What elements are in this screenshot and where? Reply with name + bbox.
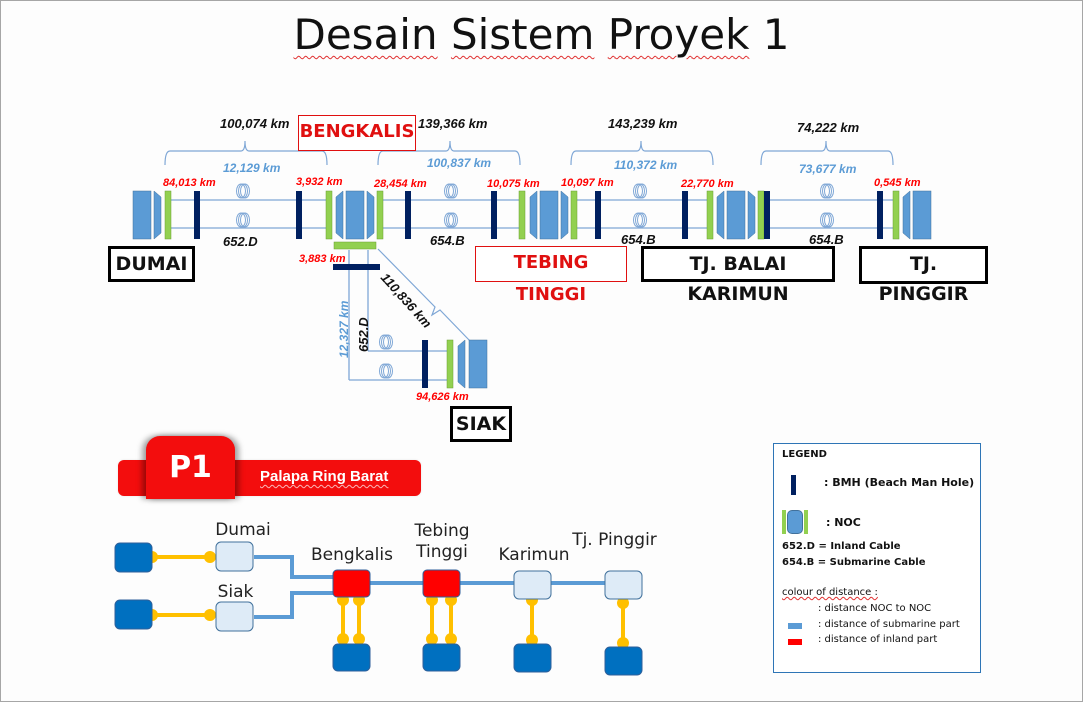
legend-inland-cable: 652.D = Inland Cable [782,541,901,552]
total-distance-label: 74,222 km [797,120,860,135]
node-label-karimun: Karimun [498,545,570,565]
bmh [194,191,200,239]
page-title: Desain Sistem Proyek 1 [0,10,1083,59]
location-siak: SIAK [450,406,512,442]
noc-icon [782,510,808,534]
legend: LEGEND : BMH (Beach Man Hole) : NOC 652.… [773,443,981,673]
submarine-distance-label: 110,372 km [614,158,677,172]
banner-badge: P1 [146,436,235,499]
node-label-bengkalis: Bengkalis [311,545,393,565]
title-number: 1 [762,10,790,59]
legend-title: LEGEND [782,449,827,460]
bmh [491,191,497,239]
end-node [332,643,371,672]
inland-distance-label: 10,075 km [487,178,540,190]
title-word: Proyek [607,10,750,59]
node-label-line: Tebing [414,521,470,541]
legend-noc: : NOC [826,516,861,529]
bmh [296,191,302,239]
legend-submarine-part: : distance of submarine part [818,619,960,630]
bmh [877,191,883,239]
distance-braces [164,140,894,343]
banner-label: Palapa Ring Barat [260,468,389,485]
bmh [333,264,380,270]
cable-type-label: 654.B [430,233,465,248]
submarine-distance-label: 73,677 km [799,162,857,176]
end-node [114,599,153,630]
inland-distance-label: 3,883 km [299,253,346,265]
location-bengkalis: BENGKALIS [298,115,416,151]
submarine-distance-label: 100,837 km [427,156,491,170]
submarine-distance-label: 12,327 km [337,300,351,358]
network-nodes [114,541,643,676]
legend-bmh: : BMH (Beach Man Hole) [824,476,975,489]
bmh [682,191,688,239]
legend-inland-part: : distance of inland part [818,634,938,645]
cable-type-label: 652.D [223,234,258,249]
cable-type-label: 654.B [809,232,844,247]
end-node [422,643,461,672]
inland-distance-label: 0,545 km [874,177,921,189]
node-label-siak: Siak [217,582,254,602]
total-distance-label: 139,366 km [418,116,488,131]
inland-distance-label: 3,932 km [296,176,343,188]
location-dumai: DUMAI [108,246,195,282]
end-node [513,643,552,673]
noc-dumai [132,190,172,240]
bmh-icon [791,475,796,495]
node-label-tj-pinggir: Tj. Pinggir [572,530,657,550]
end-node [114,542,153,573]
submarine-color-swatch [788,623,802,629]
location-tj-balai-karimun: TJ. BALAI KARIMUN [641,246,835,305]
noc-siak [446,339,488,389]
total-distance-label: 143,239 km [608,116,678,131]
inland-distance-label: 10,097 km [561,177,614,189]
bmh [595,191,601,239]
legend-submarine-cable: 654.B = Submarine Cable [782,557,926,568]
node-karimun [513,570,552,600]
node-tj-pinggir [604,570,643,600]
noc-karimun [706,190,770,240]
cable-type-label: 652.D [356,317,371,352]
node-bengkalis [332,569,371,598]
title-word: Desain [293,10,438,59]
node-siak [215,601,254,632]
noc-tebing-tinggi [518,190,578,240]
node-label-dumai: Dumai [215,520,271,540]
inland-distance-label: 22,770 km [680,178,734,190]
location-tj-pinggir: TJ. PINGGIR [859,246,988,305]
bmh [405,191,411,239]
cable-type-label: 654.B [621,232,656,247]
end-node [604,646,643,676]
inland-distance-label: 94,626 km [416,391,469,403]
title-word: Sistem [450,10,595,59]
noc-bengkalis [325,190,384,250]
legend-noc-to-noc: : distance NOC to NOC [818,603,932,614]
node-label-tebing-tinggi: Tebing Tinggi [407,521,477,563]
total-distance-label: 110,836 km [378,270,435,331]
node-dumai [215,541,254,572]
noc-tj-pinggir [892,190,932,240]
location-tebing-tinggi: TEBING TINGGI [475,246,627,305]
inland-color-swatch [788,639,802,645]
inland-distance-label: 84,013 km [163,177,216,189]
node-label-line: Tinggi [416,542,468,562]
submarine-distance-label: 12,129 km [223,161,281,175]
inland-distance-label: 28,454 km [373,178,427,190]
total-distance-label: 100,074 km [220,116,290,131]
node-tebing-tinggi [422,569,461,598]
legend-colour-title: colour of distance : [782,587,878,598]
bmh [422,340,428,388]
